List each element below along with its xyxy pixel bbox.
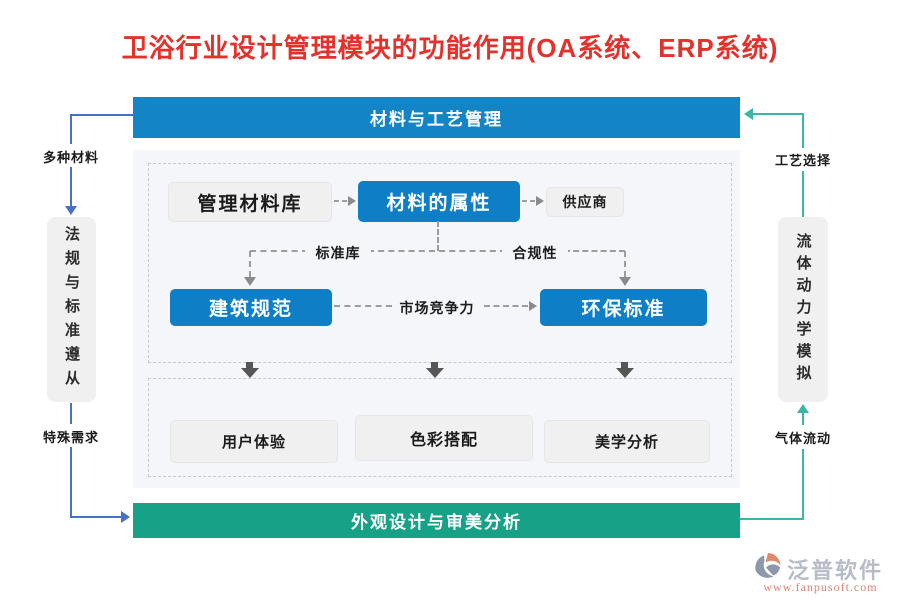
flow-line (70, 447, 72, 518)
materials-process-bar: 材料与工艺管理 (133, 97, 740, 138)
node-supplier: 供应商 (546, 187, 624, 217)
regulations-standards-box: 法规与标准遵从 (47, 217, 96, 402)
label-gas-flow: 气体流动 (774, 431, 831, 446)
page-title: 卫浴行业设计管理模块的功能作用(OA系统、ERP系统) (121, 33, 779, 63)
brand-logo-icon (752, 551, 782, 581)
right-arrow-icon (536, 196, 544, 206)
node-manage-material-library: 管理材料库 (168, 182, 332, 222)
flow-line (802, 113, 804, 148)
label-compliance: 合规性 (502, 243, 568, 263)
flow-line (70, 114, 72, 144)
aesthetic-item-user-experience: 用户体验 (170, 420, 338, 463)
flow-line (70, 403, 72, 424)
flow-line (802, 413, 804, 425)
connector-line (624, 251, 626, 277)
connector-line (484, 305, 528, 307)
right-arrow-icon (529, 301, 537, 311)
connector-line (334, 305, 392, 307)
down-arrow-icon (65, 206, 77, 215)
node-label: 建筑规范 (208, 299, 293, 320)
material-flow-container (148, 163, 732, 363)
flow-line (753, 113, 804, 115)
section-down-arrow-icon (616, 368, 634, 378)
fluid-dynamics-box: 流体动力学模拟 (778, 217, 828, 402)
node-label: 色彩搭配 (409, 432, 478, 449)
node-label: 材料的属性 (386, 193, 492, 214)
node-label: 环保标准 (581, 299, 666, 320)
flow-line (70, 516, 121, 518)
section-down-arrow-icon (426, 368, 444, 378)
aesthetic-container (148, 378, 732, 477)
box-label: 流体动力学模拟 (794, 232, 812, 387)
appearance-design-bar: 外观设计与审美分析 (133, 503, 740, 538)
down-arrow-icon (244, 277, 256, 286)
down-arrow-icon (619, 277, 631, 286)
connector-line (437, 221, 439, 251)
node-building-code: 建筑规范 (170, 289, 332, 326)
flow-line (802, 171, 804, 217)
aesthetic-item-color-matching: 色彩搭配 (355, 415, 533, 461)
connector-line (368, 250, 506, 252)
box-label: 法规与标准遵从 (63, 225, 80, 394)
up-arrow-icon (797, 404, 809, 413)
flow-line (70, 167, 72, 206)
connector-line (334, 200, 347, 202)
flow-line (740, 518, 804, 520)
connector-line (564, 250, 625, 252)
left-arrow-icon (744, 108, 753, 120)
node-label: 美学分析 (594, 434, 659, 451)
section-down-arrow-icon (241, 368, 259, 378)
label-special-requirements: 特殊需求 (42, 430, 99, 445)
node-label: 管理材料库 (197, 193, 303, 215)
label-standard-library: 标准库 (305, 243, 371, 263)
label-process-selection: 工艺选择 (774, 153, 831, 168)
materials-process-bar-label: 材料与工艺管理 (370, 110, 503, 129)
brand-name: 泛普软件 (787, 558, 884, 583)
brand-url: www.fanpusoft.com (763, 580, 878, 594)
label-multiple-materials: 多种材料 (42, 150, 99, 165)
appearance-design-bar-label: 外观设计与审美分析 (351, 513, 522, 532)
node-material-attributes: 材料的属性 (358, 181, 520, 222)
node-label: 供应商 (562, 194, 608, 210)
flow-line (802, 449, 804, 520)
label-market-competitiveness: 市场竞争力 (392, 298, 482, 318)
connector-line (250, 250, 308, 252)
section-down-arrow-icon (246, 362, 253, 369)
node-label: 用户体验 (221, 434, 286, 451)
right-arrow-icon (348, 196, 356, 206)
aesthetic-item-aesthetic-analysis: 美学分析 (544, 420, 710, 463)
flow-line (70, 114, 133, 116)
section-down-arrow-icon (431, 362, 438, 369)
section-down-arrow-icon (621, 362, 628, 369)
connector-line (249, 251, 251, 277)
right-arrow-icon (121, 511, 130, 523)
connector-line (522, 200, 535, 202)
node-environment-standard: 环保标准 (540, 289, 707, 326)
